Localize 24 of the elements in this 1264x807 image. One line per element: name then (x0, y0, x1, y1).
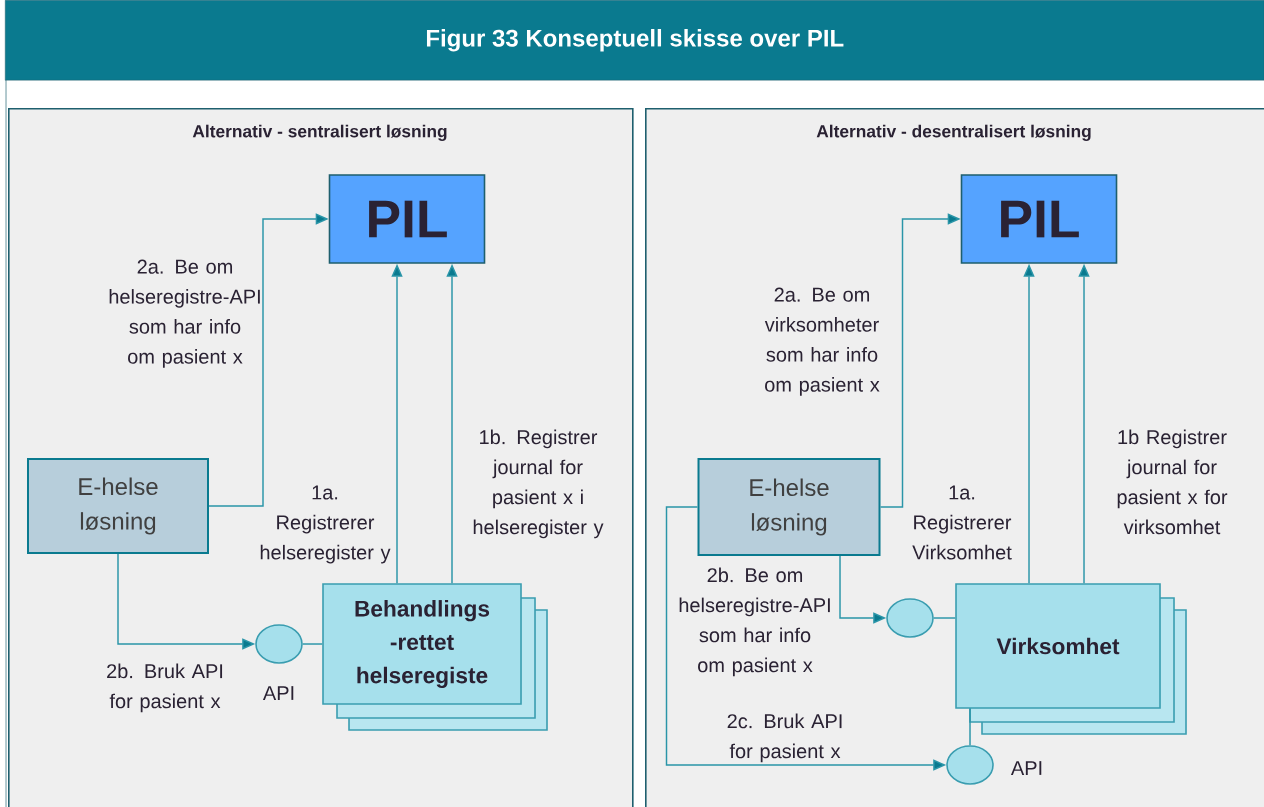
api-label: API (262, 686, 294, 700)
connector (933, 617, 956, 619)
pil-box: PIL (960, 174, 1118, 264)
api-label: API (1010, 761, 1042, 775)
connector (969, 708, 971, 746)
api-ellipse (255, 624, 303, 664)
title-bar: Figur 33 Konseptuell skisse over PIL (5, 0, 1264, 81)
edge-label: 2c. Bruk API for pasient x (727, 713, 842, 763)
pil-box: PIL (328, 174, 486, 264)
edge-label: 1a. Registrerer helseregister y (260, 485, 391, 564)
system-box: E-helse løsning (27, 458, 209, 554)
system-box: E-helse løsning (697, 458, 881, 556)
stacked-box: Virksomhet (955, 583, 1187, 735)
api-ellipse (946, 745, 994, 785)
connector (302, 643, 323, 645)
api-ellipse (886, 598, 934, 638)
edge-label: 2a. Be om helseregistre-API som har info om pasient x (109, 259, 260, 368)
edge-label: 1a. Registrerer Virksomhet (912, 485, 1012, 560)
edge-label: 2b. Bruk API for pasient x (107, 663, 223, 713)
edge-label: 2a. Be om virksomheter som har info om pasient x (764, 287, 880, 396)
edge-label: 1b. Registrer journal for pasient x i helseregister y (473, 429, 604, 539)
edge-label: 2b. Be om helseregistre-API som har info om pasient x (679, 567, 830, 677)
edge-label: 1b Registrer journal for pasient x for virksomhet (1117, 429, 1228, 535)
stacked-box: Behandlings -rettet helseregiste (322, 583, 548, 731)
